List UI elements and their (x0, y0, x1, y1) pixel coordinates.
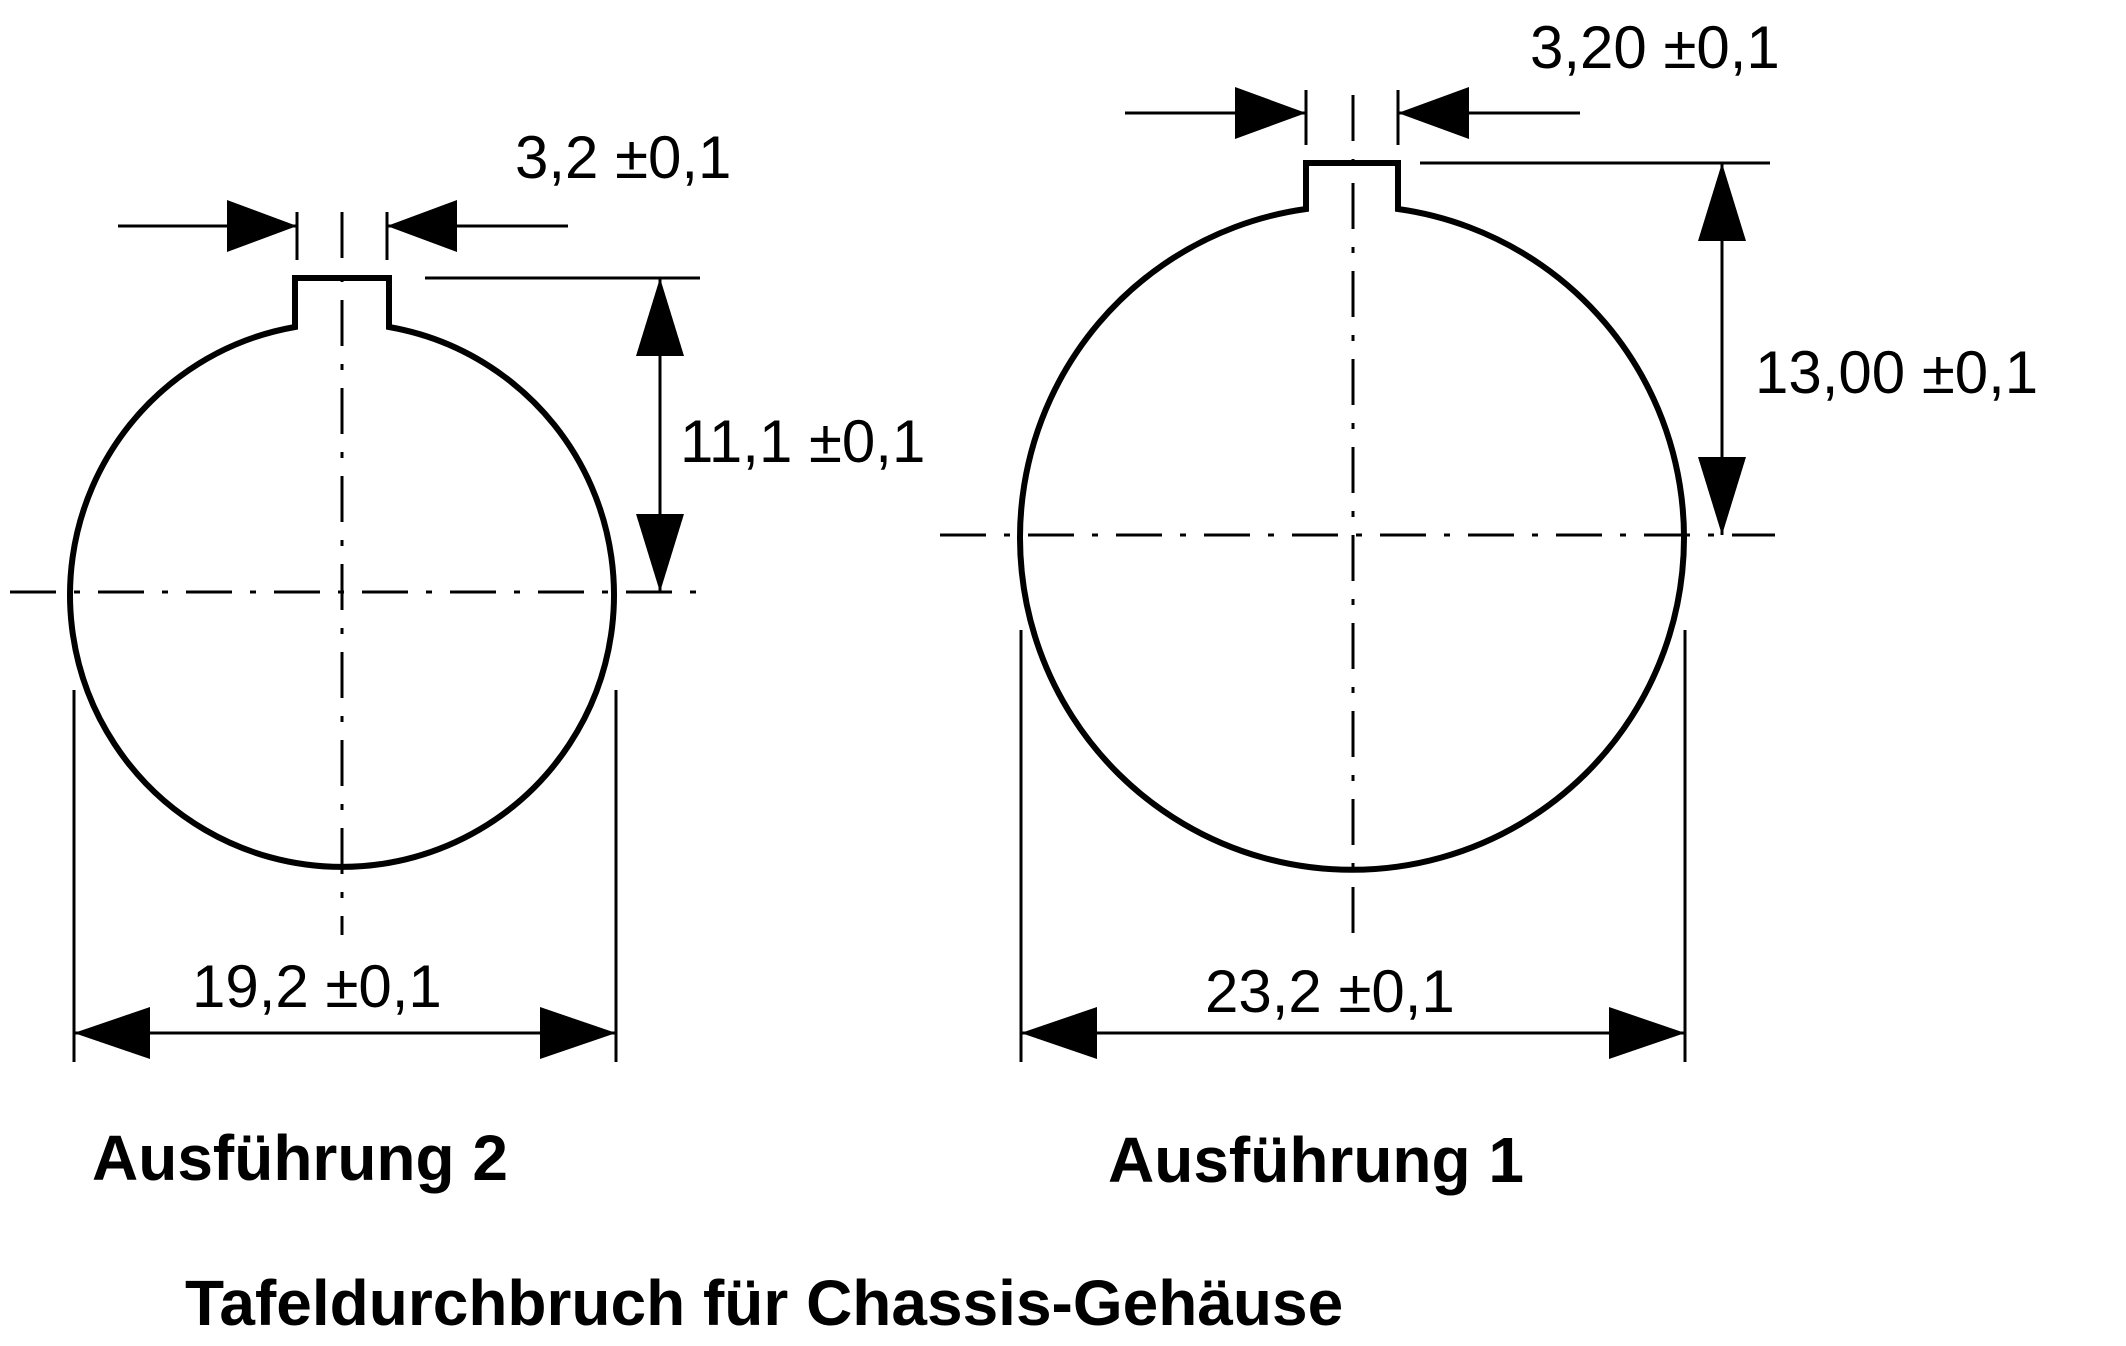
variant-2-key-width-label: 3,2 ±0,1 (515, 124, 731, 191)
variant-2-key-width-arrow-left (227, 200, 297, 252)
variant-2-diameter-arrow-right (540, 1007, 616, 1059)
variant-2-diameter-arrow-left (74, 1007, 150, 1059)
variant-2-label: Ausführung 2 (92, 1122, 508, 1194)
variant-1-key-width-arrow-left (1235, 87, 1306, 139)
variant-2-key-height-arrow-bottom (636, 514, 684, 592)
variant-1-key-height-arrow-bottom (1698, 457, 1746, 535)
variant-2-cutout-outline (67, 275, 617, 870)
variant-1-key-width-label: 3,20 ±0,1 (1530, 14, 1780, 81)
variant-2-drawing: 3,2 ±0,1 11,1 ±0,1 19,2 ±0,1 Ausführung … (10, 124, 925, 1194)
variant-1-diameter-label: 23,2 ±0,1 (1205, 958, 1455, 1025)
variant-1-cutout-outline (1017, 160, 1687, 873)
variant-1-diameter-arrow-right (1609, 1007, 1685, 1059)
variant-1-key-height-label: 13,00 ±0,1 (1755, 339, 2038, 406)
variant-2-key-width-arrow-right (387, 200, 457, 252)
variant-1-key-width-arrow-right (1398, 87, 1469, 139)
variant-1-drawing: 3,20 ±0,1 13,00 ±0,1 23,2 ±0,1 Ausführun… (940, 14, 2038, 1196)
variant-2-key-height-arrow-top (636, 278, 684, 356)
variant-2-diameter-label: 19,2 ±0,1 (192, 953, 442, 1020)
figure-caption: Tafeldurchbruch für Chassis-Gehäuse (185, 1267, 1343, 1339)
variant-1-label: Ausführung 1 (1108, 1124, 1524, 1196)
variant-1-key-height-arrow-top (1698, 163, 1746, 241)
variant-2-key-height-label: 11,1 ±0,1 (680, 408, 925, 475)
variant-1-diameter-arrow-left (1021, 1007, 1097, 1059)
